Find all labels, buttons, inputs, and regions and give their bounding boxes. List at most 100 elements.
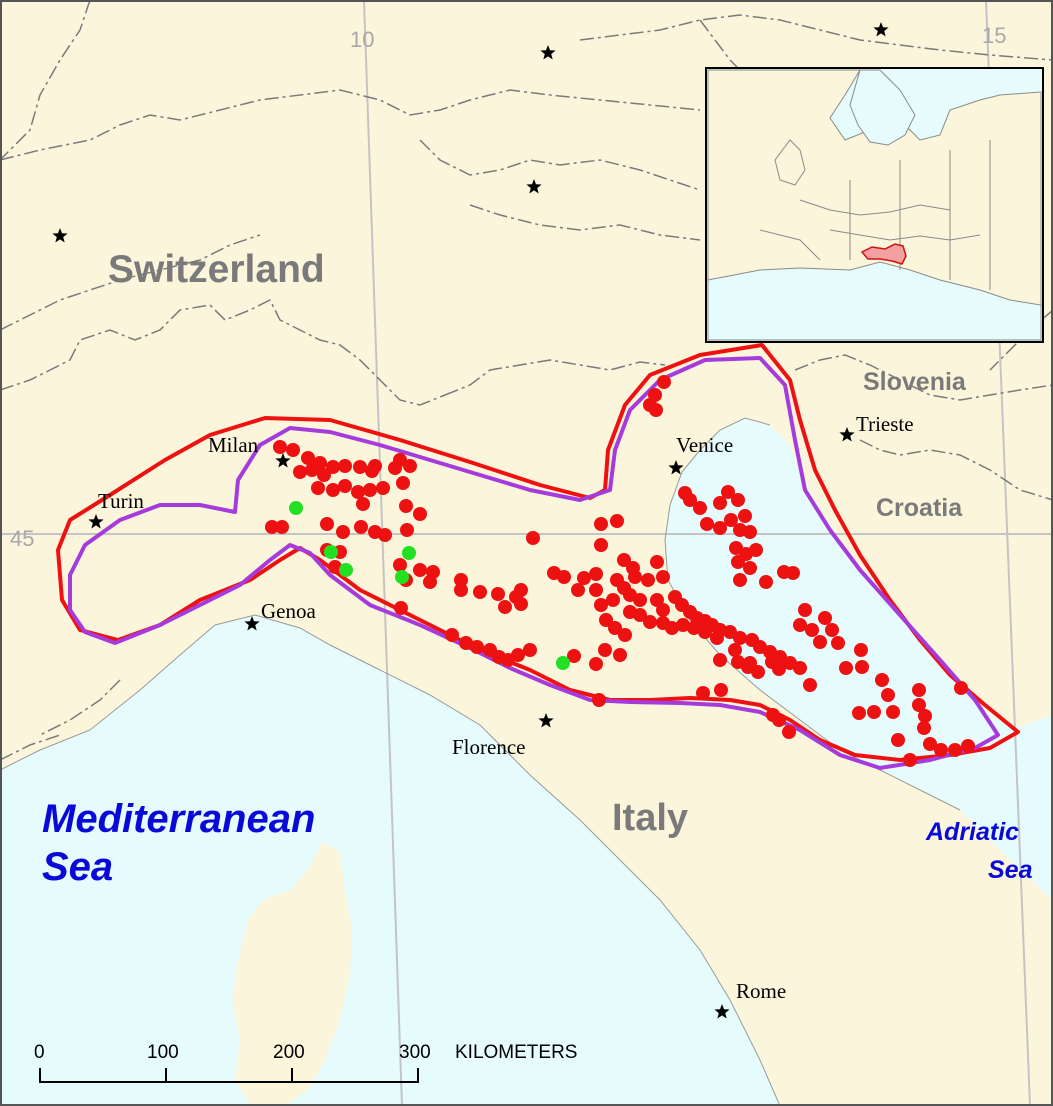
point-red — [805, 623, 819, 637]
point-red — [326, 483, 340, 497]
point-red — [891, 733, 905, 747]
point-red — [365, 464, 379, 478]
star-trieste-icon — [839, 427, 855, 442]
city-markers — [52, 22, 889, 1019]
point-red — [912, 698, 926, 712]
point-red — [571, 583, 585, 597]
point-red — [676, 618, 690, 632]
point-red — [733, 573, 747, 587]
point-red — [526, 531, 540, 545]
city-label-genoa: Genoa — [261, 599, 316, 623]
point-red — [454, 583, 468, 597]
point-red — [854, 643, 868, 657]
scale-bar-label-0: 0 — [34, 1042, 45, 1063]
point-red — [403, 459, 417, 473]
point-red — [265, 520, 279, 534]
point-red — [423, 575, 437, 589]
city-label-venice: Venice — [676, 433, 733, 457]
point-red — [881, 688, 895, 702]
point-red — [598, 643, 612, 657]
point-red — [738, 509, 752, 523]
point-red — [714, 683, 728, 697]
point-red — [589, 567, 603, 581]
point-red — [320, 517, 334, 531]
city-label-milan: Milan — [208, 433, 259, 457]
inset-highlight-region — [860, 243, 907, 265]
land-corsica — [232, 842, 352, 1106]
graticule-label-lon-15: 15 — [982, 23, 1006, 48]
point-red — [594, 598, 608, 612]
point-red — [286, 443, 300, 457]
point-red — [923, 737, 937, 751]
point-red — [328, 560, 342, 574]
inset-britain — [774, 139, 806, 186]
point-red — [376, 481, 390, 495]
point-red — [356, 497, 370, 511]
country-label-croatia: Croatia — [876, 494, 963, 522]
point-red — [803, 678, 817, 692]
point-red — [301, 451, 315, 465]
point-red — [713, 521, 727, 535]
point-red — [700, 517, 714, 531]
point-red — [656, 570, 670, 584]
point-red — [713, 496, 727, 510]
city-label-turin: Turin — [98, 489, 144, 513]
point-red — [641, 573, 655, 587]
point-red — [610, 514, 624, 528]
sea-label-mediterranean-sea: Sea — [42, 845, 113, 889]
point-red — [693, 501, 707, 515]
star-venice-icon — [668, 460, 684, 475]
star-north-2-icon — [540, 45, 556, 60]
point-red — [326, 460, 340, 474]
point-red — [459, 636, 473, 650]
point-red — [338, 459, 352, 473]
point-red — [311, 481, 325, 495]
point-red — [363, 483, 377, 497]
city-label-florence: Florence — [452, 735, 525, 759]
sea-label-adriatic-sea: Sea — [988, 856, 1033, 884]
point-red — [918, 709, 932, 723]
point-red — [388, 461, 402, 475]
star-north-3-icon — [526, 179, 542, 194]
point-red — [273, 440, 287, 454]
point-red — [606, 593, 620, 607]
point-red — [867, 705, 881, 719]
point-red — [839, 661, 853, 675]
point-red — [657, 375, 671, 389]
graticule-label-lat-45: 45 — [10, 526, 34, 551]
star-north-4-icon — [873, 22, 889, 37]
point-red — [589, 583, 603, 597]
point-red — [683, 493, 697, 507]
point-red — [336, 525, 350, 539]
point-red — [698, 625, 712, 639]
point-red — [751, 665, 765, 679]
point-red — [650, 555, 664, 569]
point-red — [613, 648, 627, 662]
point-green — [339, 563, 353, 577]
point-red — [948, 743, 962, 757]
point-green — [395, 570, 409, 584]
point-red — [687, 621, 701, 635]
point-red — [608, 621, 622, 635]
sea-label-adriatic: Adriatic — [925, 818, 1019, 846]
point-red — [393, 558, 407, 572]
inset-mediterranean — [707, 261, 1042, 341]
city-label-rome: Rome — [736, 979, 786, 1003]
point-green — [556, 656, 570, 670]
point-red — [338, 479, 352, 493]
point-red — [599, 613, 613, 627]
point-red — [413, 507, 427, 521]
star-north-1-icon — [52, 228, 68, 243]
point-red — [743, 656, 757, 670]
point-red — [743, 561, 757, 575]
star-milan-icon — [275, 453, 291, 468]
point-red — [649, 403, 663, 417]
point-red — [813, 635, 827, 649]
point-red — [772, 662, 786, 676]
point-red — [514, 583, 528, 597]
point-red — [394, 601, 408, 615]
point-red — [592, 693, 606, 707]
point-red — [618, 628, 632, 642]
